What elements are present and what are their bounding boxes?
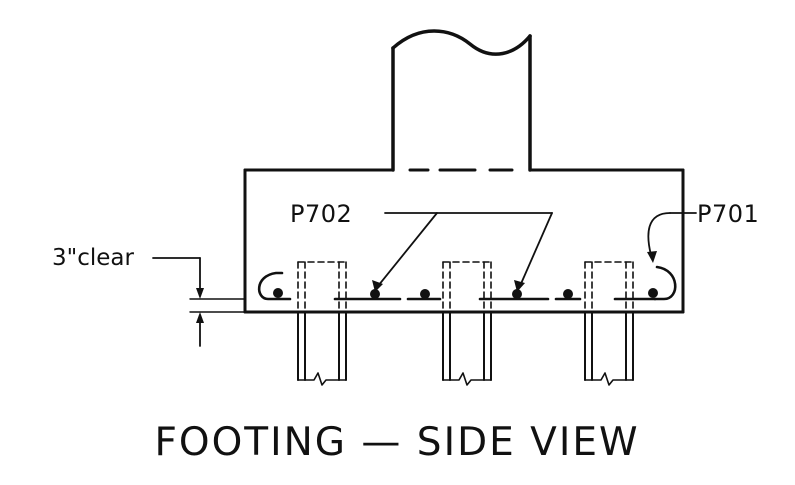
drawing-title: FOOTING — SIDE VIEW — [154, 420, 639, 465]
leader-p701 — [647, 212, 697, 263]
bar-dot — [512, 289, 522, 299]
pile-3 — [584, 311, 634, 386]
label-cover-clear: 3"clear — [52, 245, 134, 271]
pile-1 — [297, 311, 347, 386]
bar-p701 — [257, 265, 677, 301]
piles — [297, 311, 634, 386]
label-p702: P702 — [290, 200, 352, 228]
bar-dot — [273, 288, 283, 298]
footing-outline — [243, 168, 685, 314]
label-p701: P701 — [697, 200, 759, 228]
bar-dot — [420, 289, 430, 299]
cover-dimension — [152, 257, 246, 347]
column — [391, 29, 532, 172]
pile-heads-embedded — [297, 261, 634, 313]
bar-p702-dots — [273, 288, 658, 299]
pile-2 — [442, 311, 492, 386]
leader-p702 — [372, 212, 553, 292]
bar-dot — [370, 289, 380, 299]
bar-dot — [563, 289, 573, 299]
bar-dot — [648, 288, 658, 298]
